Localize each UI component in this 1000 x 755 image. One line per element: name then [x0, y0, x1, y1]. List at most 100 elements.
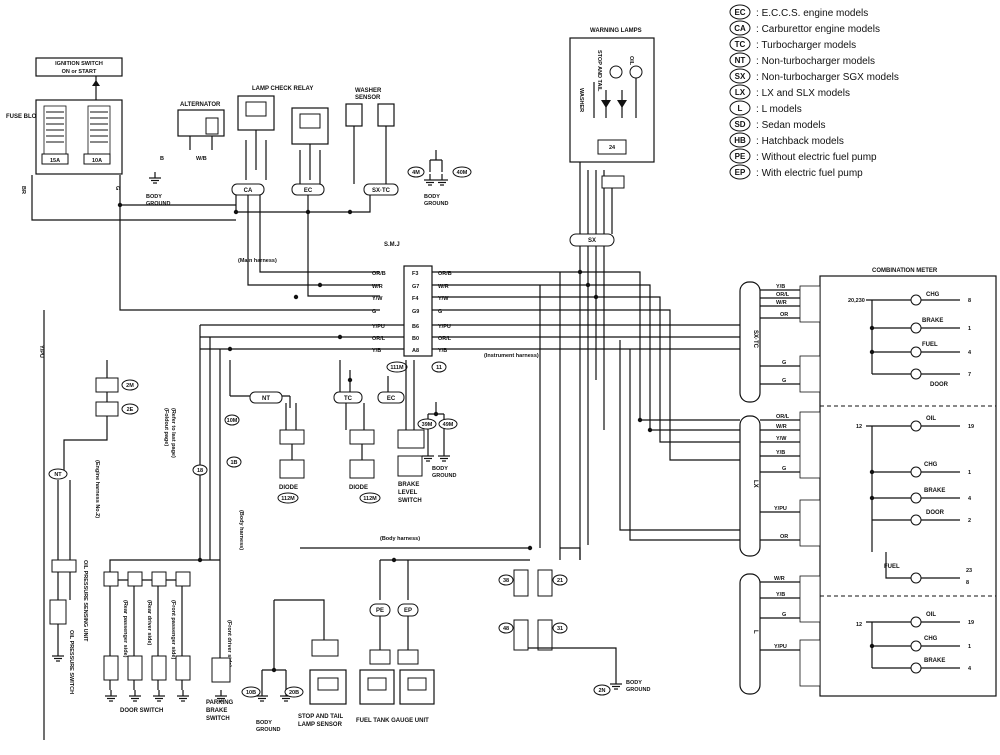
- svg-text:23: 23: [966, 568, 972, 574]
- meter-item: BRAKE 4: [910, 658, 972, 674]
- svg-text:1: 1: [968, 326, 971, 332]
- oil-label: OIL: [628, 56, 634, 66]
- legend-text: : Sedan models: [756, 120, 826, 131]
- ref-49m: 49M: [443, 422, 454, 428]
- ref-2e: 2E: [127, 407, 134, 413]
- svg-text:G: G: [782, 360, 786, 366]
- legend-item: LX : LX and SLX models: [729, 84, 850, 100]
- fuel-tank-gauge-unit: PE EP FUEL TANK GAUGE UNIT: [356, 559, 500, 724]
- tag-ca: CA: [244, 188, 253, 194]
- ref-39m: 39M: [422, 422, 433, 428]
- svg-text:Y/W: Y/W: [372, 296, 383, 302]
- legend-item: EC : E.C.C.S. engine models: [729, 4, 868, 20]
- svg-text:OR/B: OR/B: [372, 271, 386, 277]
- stop-tail-sensor-label: STOP AND TAIL: [298, 714, 343, 720]
- body-ground: 4M 40M BODY GROUND: [407, 150, 472, 207]
- meter-item: OIL 19: [910, 612, 974, 628]
- svg-text:F3: F3: [412, 271, 418, 277]
- svg-text:G7: G7: [412, 284, 419, 290]
- smj-block: S.M.J OR/B F3 OR/B W/R G7 W/R Y/W F4 Y/W…: [372, 242, 539, 373]
- meter-item: CHG 8: [910, 292, 971, 306]
- tag-nt2: NT: [54, 472, 62, 478]
- legend-text: : Non-turbocharger SGX models: [756, 72, 899, 83]
- legend-text: : L models: [756, 104, 802, 115]
- tag-l: L: [752, 630, 758, 634]
- svg-text:Y/PU: Y/PU: [774, 644, 787, 650]
- svg-text:CHG: CHG: [924, 462, 938, 468]
- diode-label: DIODE: [279, 485, 298, 491]
- main-harness-label: (Main harness): [238, 258, 277, 264]
- wire-label: W/B: [196, 156, 207, 162]
- oil-pressure-switch-label: OIL PRESSURE SWITCH: [68, 630, 74, 694]
- smj-row: Y/PU B6 Y/PU: [372, 324, 451, 330]
- junction-dots: [117, 202, 875, 673]
- ref-20b: 20B: [289, 690, 299, 696]
- oil-pressure-section: 2M 2E NT OIL PRESSURE SWITCH OIL PRESSUR…: [48, 360, 139, 694]
- brake-level-label: LEVEL: [398, 490, 418, 496]
- body-label: BODY: [626, 680, 642, 686]
- svg-text:G: G: [372, 309, 376, 315]
- alternator: ALTERNATOR B W/B BODY GROUND: [146, 102, 225, 207]
- svg-text:G: G: [782, 612, 786, 618]
- legend-code: L: [738, 104, 743, 113]
- svg-text:W/R: W/R: [774, 576, 785, 582]
- washer-sensor-label: WASHER: [355, 88, 382, 94]
- meter-item: FUEL 23 8: [884, 564, 972, 586]
- ref-18: 18: [197, 468, 203, 474]
- parking-brake-label: PARKING: [206, 700, 234, 706]
- meter-item: CHG 1: [910, 462, 971, 478]
- legend-text: : Carburettor engine models: [756, 24, 880, 35]
- svg-text:FUEL: FUEL: [922, 342, 938, 348]
- meter-item: BRAKE 1: [910, 318, 971, 334]
- svg-text:G: G: [782, 378, 786, 384]
- svg-text:1: 1: [968, 644, 971, 650]
- tag-sxtc2: SX·TC: [752, 330, 758, 349]
- legend-text: : LX and SLX models: [756, 88, 850, 99]
- ref-10b: 10B: [246, 690, 256, 696]
- legend-code: NT: [735, 56, 746, 65]
- ref-112m: 112M: [281, 496, 295, 502]
- washer-label: WASHER: [578, 88, 584, 112]
- instrument-harness-label: (Instrument harness): [484, 353, 539, 359]
- body-ground-label: BODY: [146, 194, 162, 200]
- svg-text:4: 4: [968, 496, 972, 502]
- meter-pin: 24: [609, 145, 616, 151]
- legend-code: TC: [735, 40, 746, 49]
- smj-row: G G9 G: [372, 309, 442, 315]
- ref-2n: 2N: [598, 688, 605, 694]
- legend-item: SX : Non-turbocharger SGX models: [729, 68, 899, 84]
- diode-label: DIODE: [349, 485, 368, 491]
- legend-item: SD : Sedan models: [729, 116, 826, 132]
- ref-11: 11: [436, 365, 442, 371]
- fuse-15a-label: 15A: [50, 158, 60, 164]
- meter-wire-labels: Y/B OR/L W/R OR G G OR/L W/R Y/W Y/B G Y…: [774, 284, 790, 650]
- smj-row: Y/B A8 Y/B: [372, 348, 447, 354]
- svg-text:4: 4: [968, 666, 972, 672]
- svg-text:OR: OR: [780, 534, 788, 540]
- svg-text:Y/B: Y/B: [776, 592, 785, 598]
- svg-text:8: 8: [968, 298, 971, 304]
- ignition-switch-state: ON or START: [62, 69, 97, 75]
- body-ground-label: GROUND: [146, 201, 170, 207]
- tag-nt: NT: [262, 396, 270, 402]
- legend-code: PE: [735, 152, 746, 161]
- svg-text:CHG: CHG: [926, 292, 940, 298]
- meter-pin: 12: [856, 622, 862, 628]
- svg-text:BRAKE: BRAKE: [924, 658, 945, 664]
- svg-text:FUEL: FUEL: [884, 564, 900, 570]
- legend-text: : Turbocharger models: [756, 40, 856, 51]
- ref-21: 21: [557, 578, 563, 584]
- wire-label: G: [114, 186, 120, 190]
- svg-text:OR/L: OR/L: [776, 414, 790, 420]
- legend-text: : Without electric fuel pump: [756, 152, 877, 163]
- lamp-check-relay: LAMP CHECK RELAY CA EC: [231, 86, 329, 196]
- svg-text:OR/L: OR/L: [776, 292, 790, 298]
- tag-lx: LX: [752, 480, 758, 488]
- lamp-check-relay-label: LAMP CHECK RELAY: [252, 86, 313, 92]
- svg-text:G: G: [782, 466, 786, 472]
- svg-text:19: 19: [968, 424, 974, 430]
- svg-text:Y/B: Y/B: [776, 450, 785, 456]
- legend-item: TC : Turbocharger models: [729, 36, 856, 52]
- legend-text: : With electric fuel pump: [756, 168, 863, 179]
